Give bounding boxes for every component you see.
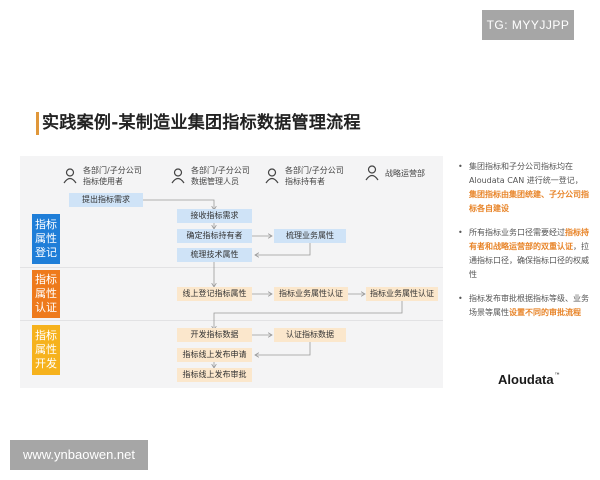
step-determine-owner: 确定指标持有者 [177, 229, 252, 243]
role-strategy-ops: 战略运营部 [365, 165, 425, 181]
lane-label-register: 指标 属性 登记 [32, 214, 60, 264]
step-develop-data: 开发指标数据 [177, 328, 252, 342]
note-item: 所有指标业务口径需要经过指标持有者和战略运营部的双重认证，拉通指标口径，确保指标… [458, 226, 590, 282]
step-receive-request: 接收指标需求 [177, 209, 252, 223]
step-certify-data: 认证指标数据 [274, 328, 346, 342]
step-propose-request: 提出指标需求 [69, 193, 143, 207]
person-icon [265, 168, 279, 184]
lane-divider [20, 320, 443, 321]
step-sort-technical: 梳理技术属性 [177, 248, 252, 262]
step-publish-approve: 指标线上发布审批 [177, 368, 252, 382]
aloudata-logo: Aloudata™ [498, 372, 560, 387]
step-business-cert-strategy: 指标业务属性认证 [366, 287, 438, 301]
title-accent-bar [36, 112, 39, 135]
step-online-register: 线上登记指标属性 [177, 287, 252, 301]
lane-label-develop: 指标 属性 开发 [32, 325, 60, 375]
notes-list: 集团指标和子分公司指标均在 Aloudata CAN 进行统一登记，集团指标由集… [458, 160, 590, 330]
note-item: 集团指标和子分公司指标均在 Aloudata CAN 进行统一登记，集团指标由集… [458, 160, 590, 216]
step-publish-apply: 指标线上发布申请 [177, 348, 252, 362]
step-business-cert-owner: 指标业务属性认证 [274, 287, 348, 301]
lane-label-certify: 指标 属性 认证 [32, 270, 60, 318]
lane-divider [20, 267, 443, 268]
person-icon [171, 168, 185, 184]
person-icon [63, 168, 77, 184]
page-title: 实践案例-某制造业集团指标数据管理流程 [42, 113, 361, 133]
note-item: 指标发布审批根据指标等级、业务场景等属性设置不同的审批流程 [458, 292, 590, 320]
person-icon [365, 165, 379, 181]
step-sort-business: 梳理业务属性 [274, 229, 346, 243]
watermark-top: TG: MYYJJPP [482, 10, 574, 40]
watermark-bottom: www.ynbaowen.net [10, 440, 148, 470]
role-data-manager: 各部门/子分公司数据管理人员 [171, 165, 250, 187]
role-metric-user: 各部门/子分公司指标使用者 [63, 165, 142, 187]
role-metric-owner: 各部门/子分公司指标持有者 [265, 165, 344, 187]
